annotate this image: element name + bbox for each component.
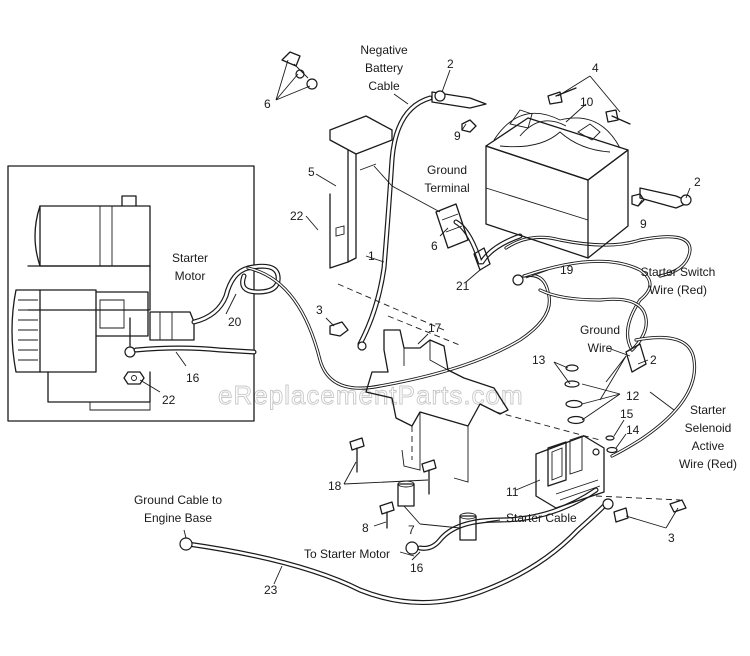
label-ground-terminal-2: Terminal: [424, 181, 469, 195]
label-negative-battery-cable-2: Battery: [365, 61, 403, 75]
callout-23: 23: [264, 583, 278, 597]
callout-8: 8: [362, 521, 369, 535]
ground-terminal-block: [373, 165, 469, 249]
callout-15: 15: [620, 407, 634, 421]
callout-14: 14: [626, 423, 640, 437]
label-starter-cable: Starter Cable: [506, 511, 577, 525]
bolts-18: [349, 437, 437, 495]
starter-motor-body: [149, 311, 195, 341]
label-ground-wire-2: Wire: [588, 341, 613, 355]
starter-solenoid: [535, 435, 605, 509]
label-selenoid-wire-1: Starter: [690, 403, 726, 417]
callout-21: 21: [456, 279, 470, 293]
engine-inset: [7, 165, 281, 422]
ring-terminal-19: [512, 274, 524, 286]
callout-2: 2: [447, 57, 454, 71]
text-labels: Negative Battery Cable Ground Terminal S…: [134, 43, 737, 561]
callout-6b: 6: [431, 239, 438, 253]
label-ground-cable-2: Engine Base: [144, 511, 212, 525]
callout-6: 6: [264, 97, 271, 111]
battery: [485, 109, 629, 259]
callout-1: 1: [368, 249, 375, 263]
callout-12: 12: [626, 389, 640, 403]
callout-20: 20: [228, 315, 242, 329]
callout-3b: 3: [668, 531, 675, 545]
callout-11: 11: [506, 485, 519, 499]
washers-12-13: [564, 364, 585, 425]
callout-16b: 16: [410, 561, 424, 575]
label-selenoid-wire-4: Wire (Red): [679, 457, 737, 471]
callout-16: 16: [186, 371, 200, 385]
label-ground-terminal-1: Ground: [427, 163, 467, 177]
label-starter-switch-wire-1: Starter Switch: [641, 265, 716, 279]
label-starter-motor-2: Motor: [175, 269, 206, 283]
ring-terminal-starter: [405, 541, 419, 555]
label-negative-battery-cable-1: Negative: [360, 43, 408, 57]
callout-19: 19: [560, 263, 574, 277]
engine-block: [11, 195, 151, 411]
label-starter-motor-1: Starter: [172, 251, 208, 265]
callout-2c: 2: [650, 353, 657, 367]
callout-10: 10: [580, 95, 594, 109]
label-to-starter-motor: To Starter Motor: [304, 547, 390, 561]
battery-terminal-hardware: [431, 90, 692, 209]
callout-18: 18: [328, 479, 342, 493]
callout-13: 13: [532, 353, 546, 367]
label-ground-cable-1: Ground Cable to: [134, 493, 222, 507]
label-ground-wire-1: Ground: [580, 323, 620, 337]
callout-2b: 2: [694, 175, 701, 189]
label-selenoid-wire-3: Active: [692, 439, 725, 453]
bracket-5: [329, 115, 393, 269]
callout-22: 22: [290, 209, 304, 223]
nut-22-inset: [123, 371, 145, 385]
callout-4: 4: [592, 61, 599, 75]
callout-9b: 9: [640, 217, 647, 231]
screw-8: [379, 501, 395, 529]
callout-9: 9: [454, 129, 461, 143]
terminal-21: [473, 247, 491, 271]
callout-5: 5: [308, 165, 315, 179]
leader-lines: [139, 59, 691, 585]
label-negative-battery-cable-3: Cable: [368, 79, 400, 93]
terminal-2-solenoid: [625, 343, 647, 373]
callout-22b: 22: [162, 393, 176, 407]
nut-3-left: [329, 321, 367, 351]
bolt-3-right: [595, 495, 687, 523]
hardware-14-15: [605, 435, 618, 454]
label-selenoid-wire-2: Selenoid: [685, 421, 732, 435]
callout-17: 17: [428, 321, 442, 335]
ring-terminal-ground: [179, 537, 193, 551]
ignition-key-parts: [281, 51, 318, 90]
callout-7: 7: [408, 523, 415, 537]
callout-3: 3: [316, 303, 323, 317]
mounting-plate-17: [337, 283, 601, 483]
callout-numbers: 6 2 4 10 9 5 22 1 6 2 9 21 19 20 16 22 3…: [162, 57, 701, 597]
ring-terminal-solenoid: [602, 498, 614, 510]
label-starter-switch-wire-2: Wire (Red): [649, 283, 707, 297]
watermark: eReplacementParts.com: [218, 380, 524, 410]
